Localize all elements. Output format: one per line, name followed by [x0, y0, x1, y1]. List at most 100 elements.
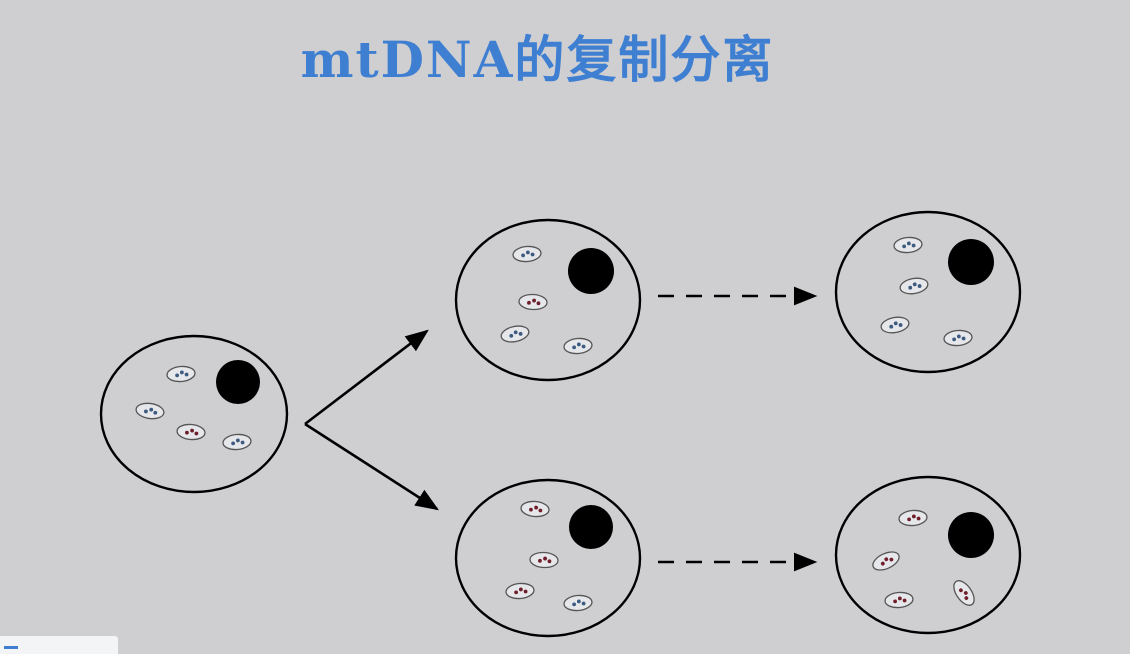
mtdna-dot: [547, 559, 552, 564]
mitochondrion-mutant: [505, 582, 535, 600]
mitochondrion-wild: [880, 316, 910, 334]
mitochondrion-wild: [512, 245, 542, 263]
mitochondrion-mutant: [872, 551, 900, 571]
division-arrow-daughter-top: [304, 329, 429, 426]
mitochondrion-wild: [563, 594, 593, 612]
mtdna-dot: [889, 557, 894, 562]
mtdna-dot: [581, 601, 586, 606]
mtdna-dot: [532, 298, 536, 303]
cell-membrane: [834, 475, 1022, 635]
mitochondrion-mutant: [518, 293, 548, 311]
mtdna-dot: [908, 285, 913, 290]
cell-daughter-bottom: [454, 478, 642, 638]
mtdna-dot: [179, 370, 184, 375]
nucleus: [569, 505, 613, 549]
mitochondrion-wild: [222, 433, 252, 451]
mtdna-dot: [897, 596, 902, 601]
mtdna-dot: [518, 331, 523, 336]
cell-membrane: [834, 210, 1022, 374]
mtdna-dot: [911, 514, 916, 519]
mtdna-dot: [880, 561, 885, 566]
mitochondrion-wild: [166, 365, 196, 383]
mtdna-dot: [956, 334, 961, 339]
cells-layer: [99, 210, 1022, 638]
nucleus: [568, 248, 614, 294]
mtdna-dot: [884, 557, 889, 562]
mtdna-dot: [963, 591, 968, 595]
mtdna-dot: [538, 558, 542, 563]
mtdna-dot: [906, 241, 911, 246]
mtdna-dot: [898, 323, 903, 327]
mitochondrion-wild: [943, 329, 973, 347]
mitochondrion-wild: [893, 236, 923, 254]
mtdna-dot: [912, 282, 917, 287]
mitochondrion-mutant: [898, 509, 928, 527]
division-arrow-daughter-bottom: [304, 422, 439, 511]
mtdna-dot: [576, 599, 581, 604]
mtdna-dot: [530, 252, 535, 257]
mtdna-dot: [231, 441, 236, 446]
mtdna-dot: [190, 428, 195, 433]
mtdna-dot: [917, 284, 922, 288]
cell-daughter-top: [454, 218, 642, 382]
nucleus: [216, 360, 260, 404]
mtdna-dot: [572, 602, 577, 607]
cell-descendant-bottom: [834, 475, 1022, 635]
mtdna-dot: [958, 588, 963, 593]
mtdna-dot: [907, 517, 912, 522]
mitochondrion-mutant: [884, 591, 914, 609]
player-corner-tab[interactable]: [0, 636, 118, 654]
mitochondrion-wild: [899, 277, 929, 295]
mitochondrion-mutant: [953, 580, 975, 606]
mtdna-dot: [543, 556, 547, 561]
mtdna-dot: [523, 589, 528, 594]
mtdna-dot: [235, 438, 240, 443]
arrows-layer: [304, 286, 818, 572]
mtdna-dot: [581, 344, 586, 349]
mtdna-dot: [538, 508, 543, 513]
cell-membrane: [454, 218, 642, 382]
mtdna-dot: [185, 430, 189, 435]
mtdna-dot: [513, 330, 518, 335]
mtdna-dot: [902, 244, 907, 249]
mtdna-dot: [911, 243, 916, 248]
mtdna-dot: [521, 253, 526, 258]
mtdna-dot: [889, 324, 894, 329]
slide-title: mtDNA的复制分离: [300, 30, 775, 89]
mtdna-dot: [952, 337, 957, 342]
nucleus: [948, 512, 994, 558]
mtdna-dot: [518, 587, 523, 592]
mtdna-dot: [153, 410, 158, 415]
mtdna-dot: [916, 516, 921, 521]
nucleus: [948, 239, 994, 285]
mtdna-dot: [576, 342, 581, 347]
mitochondrion-mutant: [529, 551, 559, 569]
mtdna-dot: [964, 596, 969, 600]
mitochondrion-wild: [500, 325, 530, 343]
mtdna-dot: [509, 333, 514, 338]
mtdna-dot: [902, 598, 907, 603]
mtdna-dot: [149, 407, 154, 412]
mtdna-dot: [143, 409, 148, 414]
mitochondrion-mutant: [176, 423, 206, 441]
mitochondrion-mutant: [520, 500, 550, 518]
mtdna-dot: [240, 440, 245, 445]
mtdna-dot: [961, 336, 966, 341]
mtdna-dot: [527, 300, 531, 305]
mtdna-dot: [175, 373, 180, 378]
corner-mark-icon: [4, 646, 18, 654]
mitochondrion-wild: [563, 337, 593, 355]
mtdna-dot: [194, 431, 199, 436]
mtdna-dot: [572, 345, 577, 350]
mtdna-dot: [893, 599, 898, 604]
mtdna-dot: [893, 321, 898, 326]
cell-membrane: [99, 334, 289, 494]
mtdna-dot: [184, 372, 189, 377]
mtdna-dot: [525, 250, 530, 255]
cell-parent: [99, 334, 289, 494]
cell-membrane: [454, 478, 642, 638]
mtdna-dot: [536, 301, 541, 306]
mtdna-dot: [529, 507, 533, 512]
mitochondrion-wild: [135, 402, 165, 420]
